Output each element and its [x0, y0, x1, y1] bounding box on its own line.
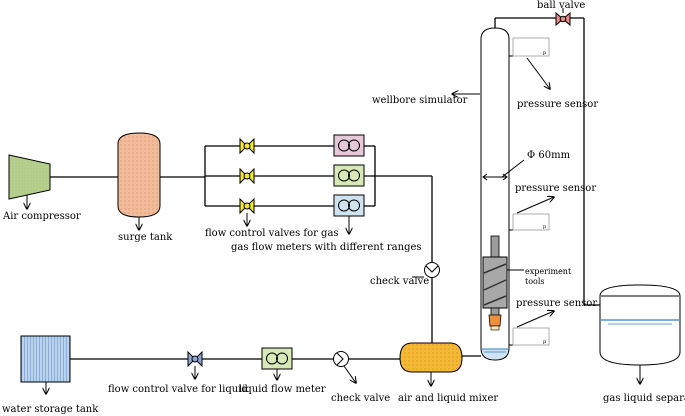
gas-flow-meters-label: gas flow meters with different ranges: [231, 242, 422, 253]
diameter-label: Φ 60mm: [527, 150, 571, 161]
water-storage-tank-label: water storage tank: [2, 404, 99, 415]
diameter-indicator: Φ 60mm: [482, 150, 571, 181]
ball-valve[interactable]: ball valve: [537, 0, 585, 27]
water-storage-tank: water storage tank: [2, 335, 99, 415]
surge-tank: surge tank: [117, 132, 173, 243]
pressure-sensor-1: p pressure sensor: [509, 37, 598, 110]
flow-control-liquid-label: flow control valve for liquid: [108, 384, 248, 395]
gas-liquid-separator: gas liquid separator: [599, 284, 685, 404]
svg-text:p: p: [543, 339, 546, 345]
liquid-flow-meter: liquid flow meter: [239, 347, 326, 395]
pressure-sensor-3-label: pressure sensor: [516, 298, 597, 309]
pressure-sensor-2-label: pressure sensor: [515, 183, 596, 194]
liquid-flow-control-valve[interactable]: flow control valve for liquid: [108, 350, 248, 395]
liquid-flow-meter-label: liquid flow meter: [239, 384, 326, 395]
gas-valve-1[interactable]: [239, 137, 255, 155]
air-compressor: Air compressor: [2, 154, 81, 222]
check-valve-gas: [424, 262, 440, 278]
surge-tank-label: surge tank: [118, 232, 173, 243]
pressure-sensor-2: p pressure sensor: [509, 183, 596, 231]
check-valve-liquid: check valve: [331, 351, 390, 404]
svg-text:p: p: [543, 224, 546, 230]
gas-valve-3[interactable]: [239, 197, 255, 215]
check-valve-gas-label: check valve: [370, 276, 429, 287]
air-compressor-label: Air compressor: [2, 211, 81, 222]
gas-flow-meter-1: [333, 134, 365, 157]
gas-flow-meter-3: [333, 194, 365, 217]
air-liquid-mixer-label: air and liquid mixer: [398, 393, 498, 404]
ball-valve-label: ball valve: [537, 0, 585, 11]
flow-control-gas-label: flow control valves for gas: [205, 228, 339, 239]
experiment-tools-label-1: experiment: [525, 267, 572, 276]
gas-pipeline: [50, 145, 433, 343]
pressure-sensor-3: p pressure sensor: [509, 298, 597, 346]
return-pipeline: [494, 17, 622, 306]
wellbore-simulator-label: wellbore simulator: [372, 95, 468, 106]
gas-flow-meter-2: [333, 164, 365, 187]
check-valve-liquid-label: check valve: [331, 393, 390, 404]
svg-text:p: p: [543, 50, 546, 56]
experiment-tool: experiment tools: [482, 235, 572, 331]
gas-valve-2[interactable]: [239, 167, 255, 185]
experiment-tools-label-2: tools: [525, 277, 545, 286]
pressure-sensor-1-label: pressure sensor: [517, 99, 598, 110]
air-liquid-mixer: air and liquid mixer: [398, 342, 498, 404]
gas-liquid-separator-label: gas liquid separator: [603, 393, 685, 404]
